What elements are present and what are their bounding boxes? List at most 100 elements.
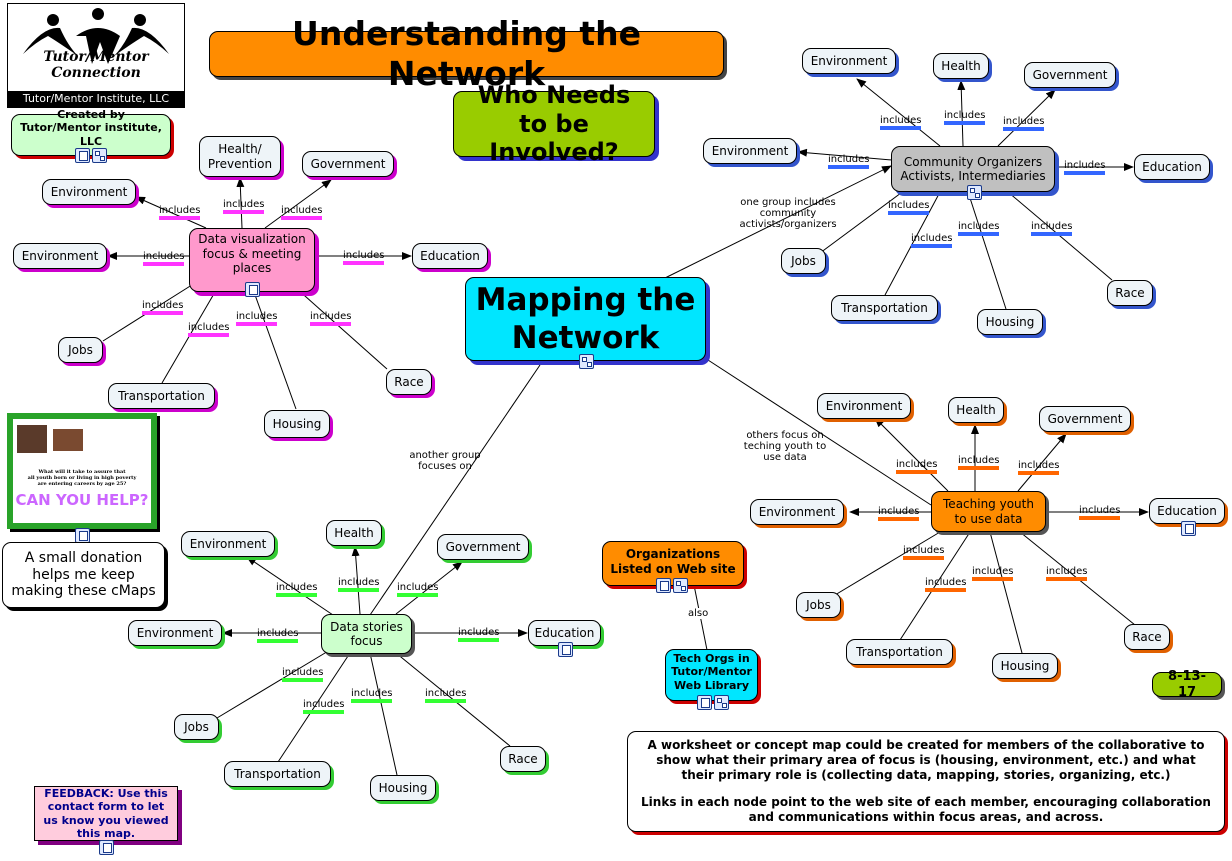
te-includes-label: includes — [903, 545, 945, 560]
co-includes-label: includes — [888, 200, 930, 215]
te-health-node[interactable]: Health — [948, 397, 1004, 423]
teaching-hub-label: Teaching youth to use data — [943, 497, 1034, 526]
document-icon[interactable] — [75, 148, 90, 163]
co-transportation-node[interactable]: Transportation — [831, 295, 938, 321]
co-health-node[interactable]: Health — [933, 53, 989, 79]
te-transportation-node[interactable]: Transportation — [846, 639, 953, 665]
te-environment-node-2[interactable]: Environment — [750, 499, 844, 525]
data-viz-hub[interactable]: Data visualization focus & meeting place… — [189, 228, 315, 292]
st-government-node[interactable]: Government — [437, 534, 529, 560]
st-health-node[interactable]: Health — [326, 520, 382, 546]
co-race-node[interactable]: Race — [1107, 280, 1153, 306]
co-includes-label: includes — [911, 233, 953, 248]
dv-includes-label: includes — [223, 199, 265, 214]
co-housing-node[interactable]: Housing — [977, 309, 1043, 335]
te-jobs-node[interactable]: Jobs — [796, 592, 841, 618]
created-by-node[interactable]: Created by Tutor/Mentor institute, LLC — [11, 108, 171, 163]
cmap-icon[interactable] — [92, 148, 107, 163]
co-government-node[interactable]: Government — [1024, 62, 1116, 88]
dv-government-node[interactable]: Government — [302, 151, 394, 177]
co-environment-node-1[interactable]: Environment — [802, 48, 896, 74]
st-includes-label: includes — [303, 699, 345, 714]
center-cmap-icon[interactable] — [579, 354, 594, 369]
te-education-node[interactable]: Education — [1149, 498, 1225, 524]
center-node[interactable]: Mapping the Network — [465, 277, 706, 361]
te-includes-label: includes — [925, 577, 967, 592]
dv-education-node[interactable]: Education — [412, 243, 488, 269]
st-environment-node-1[interactable]: Environment — [181, 531, 275, 557]
te-includes-label: includes — [1018, 460, 1060, 475]
teaching-hub[interactable]: Teaching youth to use data — [931, 491, 1046, 532]
note-line-1: A worksheet or concept map could be crea… — [647, 738, 1205, 782]
st-education-document-icon[interactable] — [558, 642, 573, 657]
te-includes-label: includes — [1079, 505, 1121, 520]
poster-photo — [53, 429, 83, 451]
feedback-node[interactable]: FEEDBACK: Use this contact form to let u… — [34, 786, 178, 841]
poster-photo — [17, 425, 47, 453]
community-hub[interactable]: Community Organizers Activists, Intermed… — [891, 146, 1055, 192]
tech-orgs-node[interactable]: Tech Orgs in Tutor/Mentor Web Library — [665, 649, 758, 701]
co-includes-label: includes — [1003, 116, 1045, 131]
poster-cta: CAN YOU HELP? — [15, 491, 149, 509]
co-environment-node-2[interactable]: Environment — [703, 138, 797, 164]
te-includes-label: includes — [896, 459, 938, 474]
st-includes-label: includes — [338, 577, 380, 592]
data-viz-hub-label: Data visualization focus & meeting place… — [198, 232, 306, 276]
te-education-document-icon[interactable] — [1181, 521, 1196, 536]
te-housing-node[interactable]: Housing — [992, 653, 1058, 679]
dv-housing-node[interactable]: Housing — [264, 410, 330, 438]
stories-hub-label: Data stories focus — [330, 619, 403, 648]
tech-cmap-icon[interactable] — [714, 695, 729, 710]
dv-environment-node-2[interactable]: Environment — [13, 243, 107, 269]
st-jobs-node[interactable]: Jobs — [174, 714, 219, 740]
te-government-node[interactable]: Government — [1039, 406, 1131, 432]
co-includes-label: includes — [1031, 221, 1073, 236]
community-link-label: one group includes community activists/o… — [739, 197, 837, 230]
dv-jobs-node[interactable]: Jobs — [58, 337, 103, 363]
dv-transportation-node[interactable]: Transportation — [108, 383, 215, 409]
st-housing-node[interactable]: Housing — [370, 775, 436, 801]
dv-includes-label: includes — [236, 311, 278, 326]
dv-health-node[interactable]: Health/ Prevention — [199, 136, 281, 177]
st-transportation-node[interactable]: Transportation — [224, 761, 331, 787]
tech-document-icon[interactable] — [697, 695, 712, 710]
co-jobs-node[interactable]: Jobs — [781, 248, 826, 274]
st-race-node[interactable]: Race — [500, 746, 546, 772]
dv-includes-label: includes — [281, 205, 323, 220]
feedback-document-icon[interactable] — [99, 840, 114, 855]
orgs-label: Organizations Listed on Web site — [610, 547, 736, 576]
dv-includes-label: includes — [143, 251, 185, 266]
dv-environment-node-1[interactable]: Environment — [42, 179, 136, 205]
dv-includes-label: includes — [188, 322, 230, 337]
dv-includes-label: includes — [142, 300, 184, 315]
note-box: A worksheet or concept map could be crea… — [627, 731, 1225, 832]
te-includes-label: includes — [1046, 566, 1088, 581]
te-race-node[interactable]: Race — [1124, 624, 1170, 650]
co-education-node[interactable]: Education — [1134, 154, 1210, 180]
st-education-node[interactable]: Education — [528, 620, 601, 646]
orgs-document-icon[interactable] — [656, 578, 671, 593]
stories-hub[interactable]: Data stories focus — [321, 614, 412, 654]
co-includes-label: includes — [828, 154, 870, 169]
tech-orgs-label: Tech Orgs in Tutor/Mentor Web Library — [671, 652, 752, 692]
te-includes-label: includes — [878, 506, 920, 521]
st-environment-node-2[interactable]: Environment — [128, 620, 222, 646]
te-environment-node-1[interactable]: Environment — [817, 393, 911, 419]
st-includes-label: includes — [458, 627, 500, 642]
dv-race-node[interactable]: Race — [386, 369, 432, 395]
co-includes-label: includes — [944, 110, 986, 125]
orgs-cmap-icon[interactable] — [673, 578, 688, 593]
community-cmap-icon[interactable] — [967, 185, 982, 200]
dv-includes-label: includes — [343, 250, 385, 265]
donation-node[interactable]: A small donation helps me keep making th… — [2, 542, 165, 608]
also-link-label: also — [688, 608, 709, 619]
data-viz-document-icon[interactable] — [245, 282, 260, 297]
st-includes-label: includes — [276, 582, 318, 597]
poster-document-icon[interactable] — [75, 528, 90, 543]
dv-includes-label: includes — [310, 311, 352, 326]
co-includes-label: includes — [958, 221, 1000, 236]
